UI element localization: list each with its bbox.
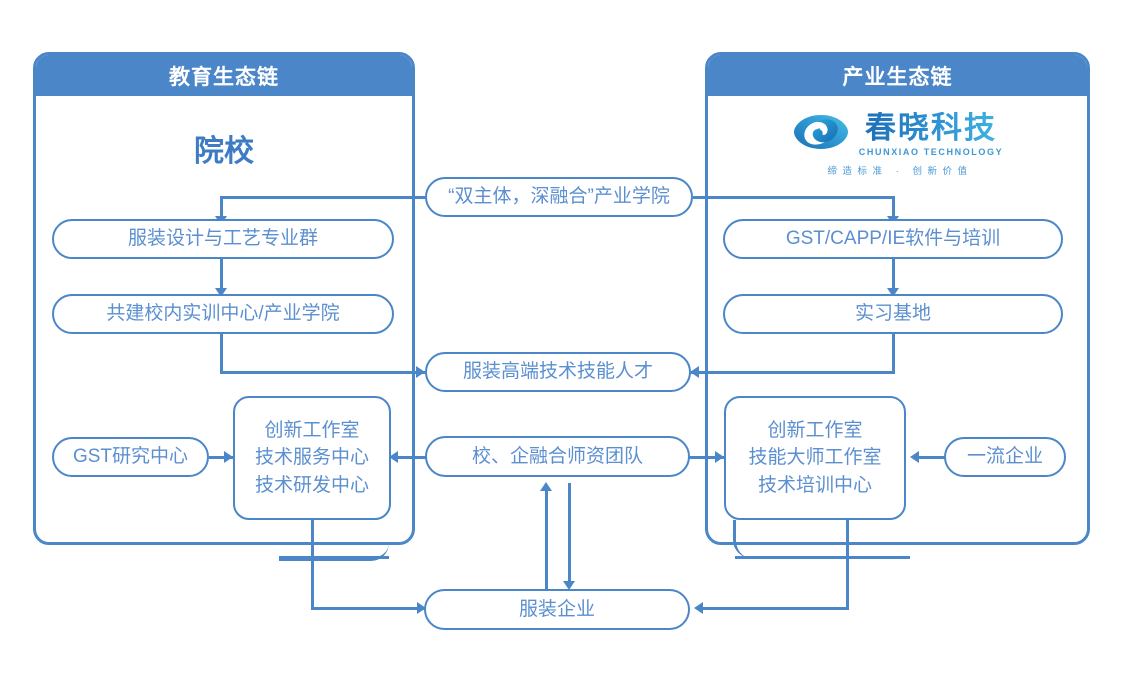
node-innovation-left-line-2: 技术服务中心: [254, 447, 369, 469]
connector-major-to-training: [220, 258, 223, 291]
panel-industry-chain-header: 产业生态链: [708, 55, 1087, 98]
node-faculty-team-label: 校、企融合师资团队: [471, 445, 643, 467]
connector-innovationright-to-company: [697, 607, 849, 610]
connector-college-to-left-drop: [220, 196, 223, 220]
connector-training-to-talent: [220, 371, 425, 374]
node-innovation-right[interactable]: 创新工作室 技能大师工作室 技术培训中心: [724, 396, 906, 520]
node-innovation-left-line-1: 创新工作室: [264, 419, 360, 441]
node-gst-research-label: GST研究中心: [72, 446, 189, 468]
node-talent-label: 服装高端技术技能人才: [462, 361, 653, 383]
logo-name-cn: 春晓科技: [865, 110, 997, 145]
logo-name-en: CHUNXIAO TECHNOLOGY: [858, 146, 1004, 157]
node-top-enterprise-label: 一流企业: [966, 446, 1043, 468]
section-title-institutions: 院校: [194, 135, 254, 168]
arrow-into-innovation-left-from-faculty: [389, 451, 398, 463]
node-innovation-left[interactable]: 创新工作室 技术服务中心 技术研发中心: [233, 396, 391, 520]
connector-enterprise-to-innovation: [913, 456, 946, 459]
node-major-group[interactable]: 服装设计与工艺专业群: [52, 219, 394, 259]
node-internship-base-label: 实习基地: [854, 303, 931, 325]
node-training-center-label: 共建校内实训中心/产业学院: [106, 303, 340, 325]
arrow-into-innovation-right: [910, 451, 919, 463]
connector-gstresearch-to-innovation: [209, 456, 233, 459]
connector-rightpanel-elbow: [733, 520, 846, 558]
connector-college-to-right-drop: [892, 196, 895, 220]
node-apparel-company[interactable]: 服装企业: [424, 589, 690, 630]
node-gst-capp-ie[interactable]: GST/CAPP/IE软件与培训: [723, 219, 1063, 259]
node-internship-base[interactable]: 实习基地: [723, 294, 1063, 334]
arrow-into-internship-base: [887, 288, 899, 297]
node-innovation-left-line-3: 技术研发中心: [254, 474, 369, 496]
arrow-into-innovation-right-from-faculty: [715, 451, 724, 463]
node-gst-research[interactable]: GST研究中心: [52, 437, 209, 477]
arrow-into-apparel-company-left: [417, 602, 426, 614]
arrow-into-talent-right: [690, 366, 699, 378]
node-major-group-label: 服装设计与工艺专业群: [127, 228, 318, 250]
connector-gst-to-internship: [892, 258, 895, 291]
connector-company-to-faculty: [545, 490, 548, 590]
connector-leftpanel-baseline: [279, 556, 389, 559]
connector-college-to-left: [220, 196, 426, 199]
chunxiao-logo: 春晓科技 CHUNXIAO TECHNOLOGY 缔造标准 · 创新价值: [705, 110, 1090, 177]
node-top-enterprise[interactable]: 一流企业: [944, 437, 1066, 477]
connector-internship-drop: [892, 333, 895, 374]
connector-faculty-to-company: [568, 483, 571, 583]
node-innovation-right-line-1: 创新工作室: [767, 419, 863, 441]
node-talent[interactable]: 服装高端技术技能人才: [425, 352, 691, 392]
node-apparel-company-label: 服装企业: [518, 598, 595, 620]
chunxiao-eye-logo-icon: [792, 113, 850, 156]
arrow-into-faculty-team-up: [540, 482, 552, 491]
connector-innovationright-drop: [846, 520, 849, 610]
node-gst-capp-ie-label: GST/CAPP/IE软件与培训: [785, 228, 1001, 250]
node-innovation-right-line-2: 技能大师工作室: [748, 447, 882, 469]
arrow-into-training-center: [215, 288, 227, 297]
connector-rightpanel-baseline: [735, 556, 910, 559]
arrow-into-talent-left: [416, 366, 425, 378]
node-industry-college-label: “双主体，深融合”产业学院: [448, 186, 670, 208]
logo-tagline: 缔造标准 · 创新价值: [827, 165, 973, 177]
connector-innovationleft-to-company: [311, 607, 426, 610]
connector-leftpanel-drop: [311, 543, 314, 609]
node-innovation-right-line-3: 技术培训中心: [757, 474, 872, 496]
arrow-into-apparel-company-down: [563, 581, 575, 590]
arrow-into-innovation-left: [224, 451, 233, 463]
panel-education-chain-header: 教育生态链: [36, 55, 412, 98]
connector-internship-to-talent: [690, 371, 895, 374]
connector-faculty-to-innovation-left: [392, 456, 427, 459]
connector-college-to-right: [693, 196, 895, 199]
node-training-center[interactable]: 共建校内实训中心/产业学院: [52, 294, 394, 334]
connector-training-drop: [220, 333, 223, 374]
connector-faculty-to-innovation-right: [688, 456, 724, 459]
connector-leftpanel-elbow: [279, 520, 389, 561]
node-faculty-team[interactable]: 校、企融合师资团队: [425, 436, 690, 477]
node-industry-college[interactable]: “双主体，深融合”产业学院: [425, 177, 693, 217]
arrow-into-apparel-company-right: [694, 602, 703, 614]
